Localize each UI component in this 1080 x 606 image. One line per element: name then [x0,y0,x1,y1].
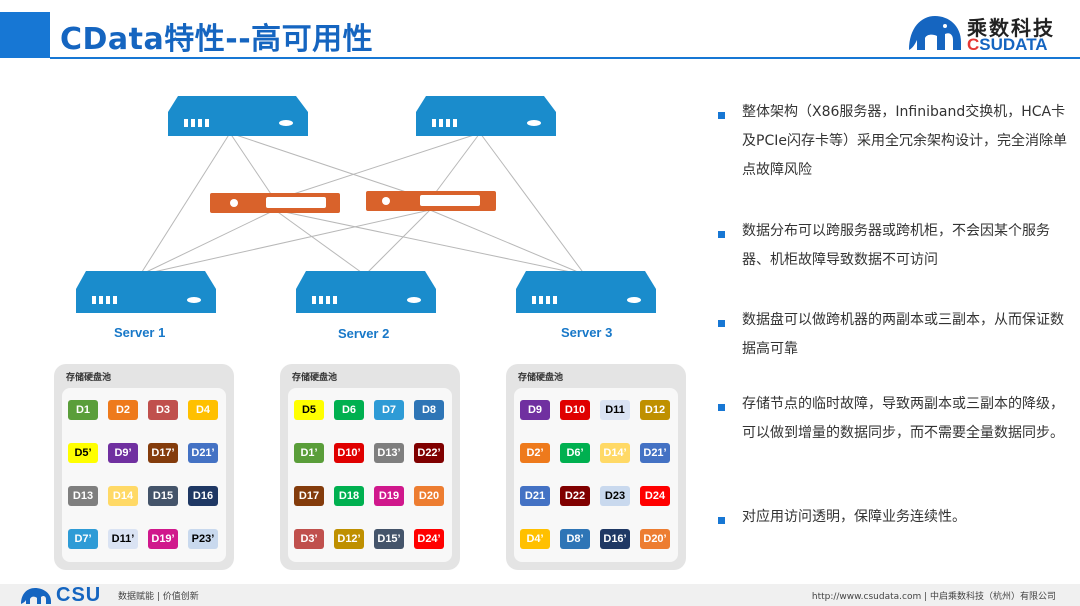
footer-bar: CSU 数据赋能 | 价值创新 http://www.csudata.com |… [0,584,1080,606]
feature-text: 数据盘可以做跨机器的两副本或三副本，从而保证数据高可靠 [742,312,1064,357]
disk-tile: D1’ [294,443,324,463]
disk-tile: D20 [414,486,444,506]
ib-switch-top-right [416,96,556,136]
disk-tile: D21’ [188,443,218,463]
disk-tile: D3’ [294,529,324,549]
disk-tile: D15’ [374,529,404,549]
footer-slogan: 数据赋能 | 价值创新 [118,592,199,602]
disk-tile: D5’ [68,443,98,463]
disk-tile: D10 [560,400,590,420]
disk-tile: D6 [334,400,364,420]
switch-orange-right [366,191,496,211]
disk-tile: D13’ [374,443,404,463]
disk-tile: D20’ [640,529,670,549]
company-logo: 乘数科技 CSUDATA [905,8,1075,58]
disk-tile: D19 [374,486,404,506]
elephant-logo-icon [21,588,51,604]
disk-tile: D7 [374,400,404,420]
pool-title: 存储硬盘池 [518,373,564,383]
title-accent-bar [0,12,50,58]
disk-tile: D4 [188,400,218,420]
disk-tile: D10’ [334,443,364,463]
disk-tile: D3 [148,400,178,420]
disk-tile: D22’ [414,443,444,463]
disk-tile: D5 [294,400,324,420]
disk-tile: D21’ [640,443,670,463]
feature-text: 数据分布可以跨服务器或跨机柜，不会因某个服务器、机柜故障导致数据不可访问 [742,223,1050,268]
server-2-icon [296,271,436,313]
disk-tile: D6’ [560,443,590,463]
disk-tile: D21 [520,486,550,506]
pool-title: 存储硬盘池 [292,373,338,383]
logo-letter-c: C [967,35,980,54]
disk-tile: D9’ [108,443,138,463]
server-3-icon [516,271,656,313]
page-title: CData特性--高可用性 [60,22,374,57]
bullet-square-icon [718,404,725,411]
bullet-square-icon [718,320,725,327]
disk-tile: D9 [520,400,550,420]
logo-chinese-name: 乘数科技 [967,16,1055,40]
title-underline [50,57,1080,59]
pool-title: 存储硬盘池 [66,373,112,383]
disk-tile: D16’ [600,529,630,549]
feature-text: 整体架构（X86服务器，Infiniband交换机，HCA卡及PCIe闪存卡等）… [742,104,1067,178]
footer-brand: CSU [56,584,102,606]
disk-tile: D2’ [520,443,550,463]
disk-tile: D12’ [334,529,364,549]
disk-tile: D14’ [600,443,630,463]
disk-tile: D7’ [68,529,98,549]
disk-tile: D12 [640,400,670,420]
server-1-icon [76,271,216,313]
logo-english-name: CSUDATA [967,35,1048,55]
disk-tile: D11’ [108,529,138,549]
bullet-square-icon [718,231,725,238]
disk-tile: D4’ [520,529,550,549]
disk-tile: P23’ [188,529,218,549]
server-2-label: Server 2 [338,326,390,341]
bullet-square-icon [718,517,725,524]
disk-tile: D8’ [560,529,590,549]
disk-tile: D24’ [414,529,444,549]
ib-switch-top-left [168,96,308,136]
disk-tile: D18 [334,486,364,506]
switch-orange-left [210,193,340,213]
server-3-label: Server 3 [561,325,613,340]
feature-text: 对应用访问透明，保障业务连续性。 [742,509,966,525]
disk-tile: D8 [414,400,444,420]
footer-company-info: http://www.csudata.com | 中启乘数科技（杭州）有限公司 [811,592,1056,602]
elephant-logo-icon [909,16,961,50]
disk-tile: D23 [600,486,630,506]
disk-tile: D17’ [148,443,178,463]
network-topology-diagram [76,96,656,313]
disk-tile: D2 [108,400,138,420]
connection-lines [139,132,586,276]
disk-tile: D15 [148,486,178,506]
disk-tile: D22 [560,486,590,506]
server-1-label: Server 1 [114,325,166,340]
logo-letters-sudata: SUDATA [979,35,1048,54]
disk-tile: D16 [188,486,218,506]
disk-tile: D17 [294,486,324,506]
bullet-square-icon [718,112,725,119]
disk-tile: D1 [68,400,98,420]
disk-tile: D24 [640,486,670,506]
disk-tile: D19’ [148,529,178,549]
feature-text: 存储节点的临时故障，导致两副本或三副本的降级，可以做到增量的数据同步，而不需要全… [742,396,1064,441]
disk-tile: D14 [108,486,138,506]
disk-tile: D13 [68,486,98,506]
disk-tile: D11 [600,400,630,420]
